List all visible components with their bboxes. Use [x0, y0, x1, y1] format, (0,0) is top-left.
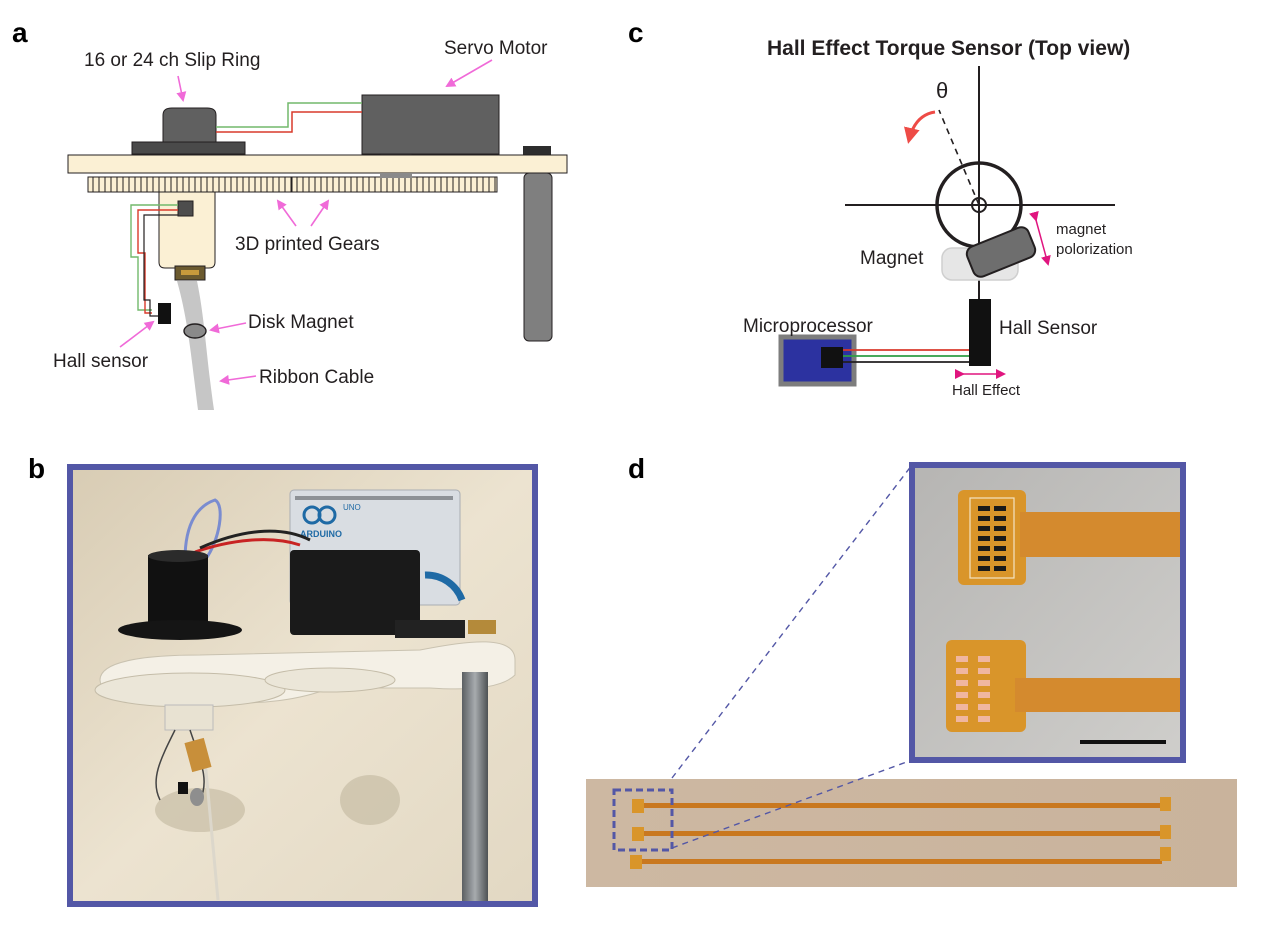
- microprocessor-chip: [821, 347, 843, 368]
- connector-chip: [177, 200, 194, 217]
- slip-ring-flange: [118, 620, 242, 640]
- microprocessor-box: [778, 334, 857, 387]
- label-servo-motor: Servo Motor: [444, 38, 548, 59]
- wire-bundle: [183, 498, 222, 561]
- slip-ring-top: [148, 550, 208, 562]
- slip-ring-base: [131, 141, 246, 155]
- label-magnet: Magnet: [860, 248, 924, 269]
- label-gears: 3D printed Gears: [235, 234, 380, 255]
- label-hall-sensor-a: Hall sensor: [53, 351, 149, 372]
- panel-label-a: a: [12, 17, 28, 48]
- shadow-2: [340, 775, 400, 825]
- disk-magnet: [183, 323, 207, 339]
- label-theta: θ: [936, 78, 948, 103]
- label-magnet-polarization-2: polorization: [1056, 241, 1133, 258]
- panel-label-c: c: [628, 17, 644, 48]
- zoom-line-bottom: [671, 759, 913, 849]
- label-microprocessor: Microprocessor: [743, 316, 874, 337]
- panel-c-diagram: [778, 66, 1115, 387]
- shadow-1: [155, 788, 245, 832]
- arrow-servo-motor: [445, 59, 493, 88]
- ribbon-b: [203, 759, 220, 901]
- gear-hub: [380, 173, 412, 178]
- panel-label-d: d: [628, 453, 645, 484]
- label-hall-sensor-c: Hall Sensor: [999, 318, 1098, 339]
- label-magnet-polarization-1: magnet: [1056, 221, 1107, 238]
- set-screw: [523, 146, 551, 155]
- gear-left: [87, 176, 295, 193]
- zoom-highlight-box: [612, 788, 674, 852]
- connector-pcb-bottom: [946, 640, 1183, 732]
- label-disk-magnet: Disk Magnet: [248, 312, 354, 333]
- servo-motor-body: [361, 94, 500, 155]
- wire-green: [216, 102, 362, 128]
- arrow-gears-right: [310, 199, 330, 227]
- holder-b: [164, 704, 214, 731]
- arduino-model: UNO: [343, 503, 361, 512]
- shaft-inner: [971, 197, 987, 213]
- arduino-brand: ARDUINO: [300, 529, 342, 539]
- hall-sensor-bar: [969, 299, 991, 366]
- slip-ring-body: [162, 107, 217, 143]
- gear-disk-right: [264, 667, 396, 693]
- slip-ring-cylinder: [148, 555, 208, 630]
- arrow-ribbon-cable: [219, 374, 257, 385]
- angle-line: [938, 109, 980, 206]
- label-slip-ring: 16 or 24 ch Slip Ring: [84, 50, 260, 71]
- rod-b: [462, 672, 488, 904]
- panel-c-title: Hall Effect Torque Sensor (Top view): [767, 37, 1130, 60]
- label-hall-effect: Hall Effect: [952, 382, 1021, 399]
- flex-cables: [630, 797, 1171, 869]
- wire-red: [216, 111, 362, 133]
- polarization-arrow: [1029, 210, 1051, 266]
- top-plate: [67, 154, 568, 174]
- servo-b-ear: [395, 620, 465, 638]
- servo-b: [290, 550, 420, 635]
- panel-b-photo: ARDUINO UNO: [67, 464, 538, 907]
- ribbon-cable: [177, 281, 214, 410]
- rotation-arrow: [904, 110, 936, 144]
- arrow-hall-sensor-a: [119, 320, 155, 348]
- connector-pcb-top: [958, 490, 1183, 585]
- pcb-tab-b: [184, 737, 212, 773]
- zoom-line-top: [671, 464, 913, 779]
- brass-nut: [468, 620, 496, 634]
- photo-d-inset-frame: [909, 462, 1186, 763]
- magnet-b: [190, 788, 204, 806]
- holder-body: [158, 191, 216, 269]
- sensor-wire-red: [137, 209, 178, 314]
- arrow-slip-ring: [176, 75, 187, 102]
- panel-label-b: b: [28, 453, 45, 484]
- wire-black-b: [199, 529, 311, 550]
- panel-d-photos: [586, 462, 1237, 887]
- gear-right: [291, 176, 498, 193]
- holder-clamp-slot: [181, 270, 199, 275]
- photo-b-frame: [67, 464, 538, 907]
- arrow-gears-left: [276, 199, 297, 227]
- hall-chip-b: [178, 782, 188, 794]
- arrow-disk-magnet: [209, 322, 247, 334]
- support-rod: [523, 172, 553, 342]
- panel-a-schematic: [67, 94, 568, 410]
- sensor-wire-black: [143, 214, 178, 317]
- gear-disk-left: [94, 672, 286, 708]
- hall-sensor-chip: [158, 303, 171, 324]
- wire-red-b: [194, 538, 301, 554]
- label-ribbon-cable: Ribbon Cable: [259, 367, 374, 388]
- sensor-wire-green: [130, 204, 178, 311]
